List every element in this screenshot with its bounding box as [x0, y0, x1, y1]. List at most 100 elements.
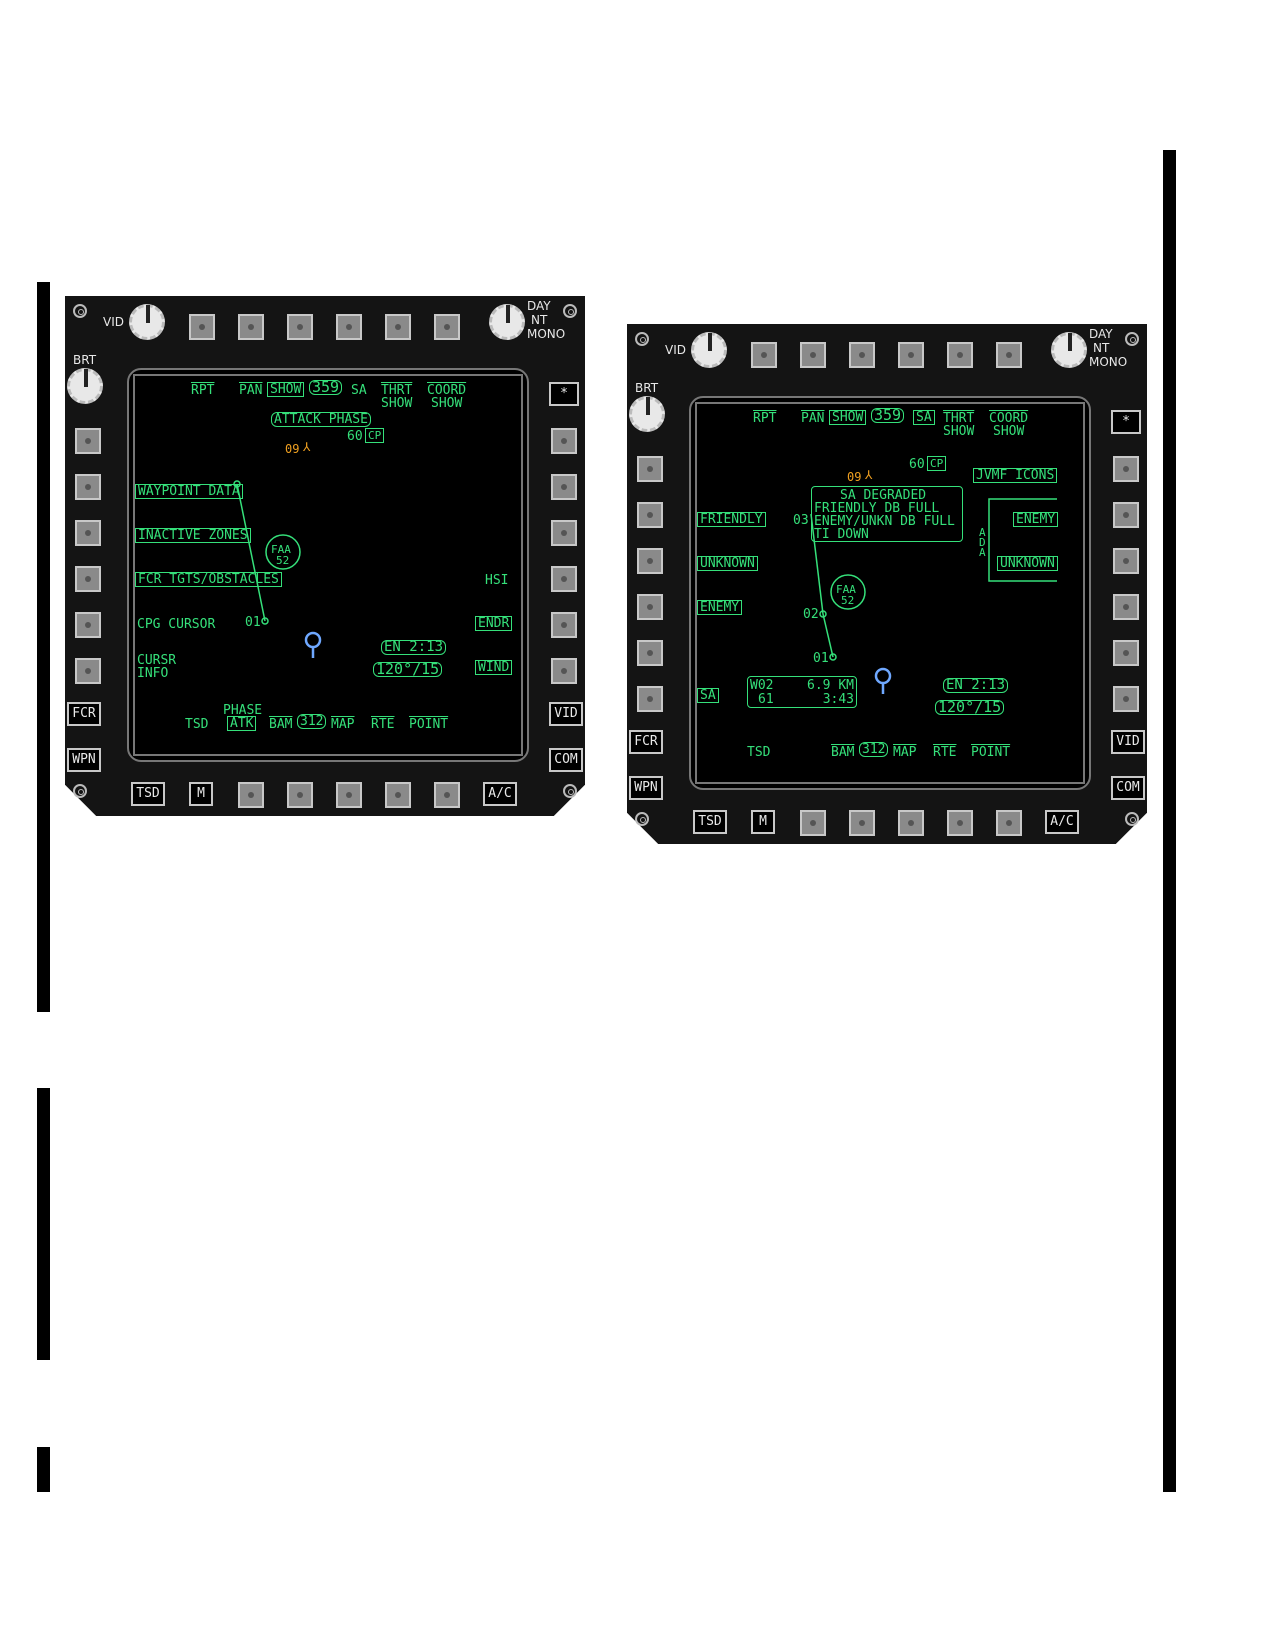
- coord-label[interactable]: COORD: [989, 411, 1029, 426]
- tsd-button[interactable]: TSD: [131, 782, 165, 806]
- inactive-zones-option[interactable]: INACTIVE ZONES: [135, 528, 251, 543]
- right-bezel-button-r5[interactable]: [1113, 640, 1139, 666]
- com-button[interactable]: COM: [549, 748, 583, 772]
- top-bezel-button-t2[interactable]: [800, 342, 826, 368]
- map-label[interactable]: MAP: [331, 717, 355, 732]
- left-bezel-button-l6[interactable]: [75, 658, 101, 684]
- m-button[interactable]: M: [189, 782, 213, 806]
- ac-button[interactable]: A/C: [483, 782, 517, 806]
- vid-button[interactable]: VID: [1111, 730, 1145, 754]
- vid-button[interactable]: VID: [549, 702, 583, 726]
- coord-label[interactable]: COORD: [427, 383, 467, 398]
- rpt-label[interactable]: RPT: [753, 411, 777, 426]
- bam-label[interactable]: BAM: [269, 717, 293, 732]
- rpt-label[interactable]: RPT: [191, 383, 215, 398]
- bottom-bezel-button-b6[interactable]: [385, 782, 411, 808]
- unknown-option[interactable]: UNKNOWN: [697, 556, 758, 571]
- vid-knob[interactable]: [129, 304, 165, 340]
- bam-label[interactable]: BAM: [831, 745, 855, 760]
- waypoint-data-option[interactable]: WAYPOINT DATA: [135, 484, 243, 499]
- bottom-bezel-button-b3[interactable]: [238, 782, 264, 808]
- rte-label[interactable]: RTE: [371, 717, 395, 732]
- right-bezel-button-r3[interactable]: [1113, 548, 1139, 574]
- star-button[interactable]: *: [549, 382, 579, 406]
- enemy-option[interactable]: ENEMY: [697, 600, 743, 615]
- top-bezel-button-t5[interactable]: [385, 314, 411, 340]
- fcr-tgts-obstacles-option[interactable]: FCR TGTS/OBSTACLES: [135, 572, 282, 587]
- right-bezel-button-r6[interactable]: [551, 658, 577, 684]
- point-label[interactable]: POINT: [409, 717, 449, 732]
- right-bezel-button-r1[interactable]: [551, 428, 577, 454]
- wpn-button[interactable]: WPN: [67, 748, 101, 772]
- top-bezel-button-t2[interactable]: [238, 314, 264, 340]
- show-label[interactable]: SHOW: [829, 410, 867, 425]
- top-bezel-button-t3[interactable]: [849, 342, 875, 368]
- left-bezel-button-l1[interactable]: [75, 428, 101, 454]
- bottom-bezel-button-b5[interactable]: [336, 782, 362, 808]
- left-bezel-button-l1[interactable]: [637, 456, 663, 482]
- com-button[interactable]: COM: [1111, 776, 1145, 800]
- left-bezel-button-l4[interactable]: [637, 594, 663, 620]
- right-bezel-button-r4[interactable]: [551, 566, 577, 592]
- ada-unknown-option[interactable]: UNKNOWN: [997, 556, 1058, 571]
- left-bezel-button-l2[interactable]: [637, 502, 663, 528]
- mode-knob[interactable]: [489, 304, 525, 340]
- star-button[interactable]: *: [1111, 410, 1141, 434]
- top-bezel-button-t6[interactable]: [996, 342, 1022, 368]
- fcr-button[interactable]: FCR: [629, 730, 663, 754]
- bottom-bezel-button-b7[interactable]: [996, 810, 1022, 836]
- endr-option[interactable]: ENDR: [475, 616, 513, 631]
- sa-label[interactable]: SA: [351, 383, 367, 398]
- right-bezel-button-r4[interactable]: [1113, 594, 1139, 620]
- pan-label[interactable]: PAN: [801, 411, 825, 426]
- point-label[interactable]: POINT: [971, 745, 1011, 760]
- top-bezel-button-t5[interactable]: [947, 342, 973, 368]
- bottom-bezel-button-b4[interactable]: [287, 782, 313, 808]
- bottom-bezel-button-b6[interactable]: [947, 810, 973, 836]
- brt-knob[interactable]: [67, 368, 103, 404]
- left-bezel-button-l3[interactable]: [637, 548, 663, 574]
- left-bezel-button-l4[interactable]: [75, 566, 101, 592]
- sa-option[interactable]: SA: [697, 688, 719, 703]
- cpg-cursor-option[interactable]: CPG CURSOR: [137, 617, 216, 632]
- tsd-button[interactable]: TSD: [693, 810, 727, 834]
- pan-label[interactable]: PAN: [239, 383, 263, 398]
- bottom-bezel-button-b5[interactable]: [898, 810, 924, 836]
- m-button[interactable]: M: [751, 810, 775, 834]
- bottom-bezel-button-b4[interactable]: [849, 810, 875, 836]
- rte-label[interactable]: RTE: [933, 745, 957, 760]
- atk-label[interactable]: ATK: [227, 716, 257, 731]
- right-bezel-button-r5[interactable]: [551, 612, 577, 638]
- right-bezel-button-r2[interactable]: [1113, 502, 1139, 528]
- right-bezel-button-r1[interactable]: [1113, 456, 1139, 482]
- left-bezel-button-l6[interactable]: [637, 686, 663, 712]
- left-bezel-button-l3[interactable]: [75, 520, 101, 546]
- bottom-bezel-button-b7[interactable]: [434, 782, 460, 808]
- right-bezel-button-r2[interactable]: [551, 474, 577, 500]
- friendly-option[interactable]: FRIENDLY: [697, 512, 766, 527]
- hsi-option[interactable]: HSI: [485, 573, 509, 588]
- top-bezel-button-t4[interactable]: [336, 314, 362, 340]
- wind-option[interactable]: WIND: [475, 660, 513, 675]
- cursr-option[interactable]: CURSR: [137, 653, 177, 668]
- ac-button[interactable]: A/C: [1045, 810, 1079, 834]
- tsd-label[interactable]: TSD: [185, 717, 209, 732]
- left-bezel-button-l2[interactable]: [75, 474, 101, 500]
- bottom-bezel-button-b3[interactable]: [800, 810, 826, 836]
- info-option[interactable]: INFO: [137, 666, 169, 681]
- left-bezel-button-l5[interactable]: [637, 640, 663, 666]
- sa-label[interactable]: SA: [913, 410, 935, 425]
- thrt-label[interactable]: THRT: [381, 383, 413, 398]
- ada-enemy-option[interactable]: ENEMY: [1013, 512, 1059, 527]
- top-bezel-button-t6[interactable]: [434, 314, 460, 340]
- top-bezel-button-t4[interactable]: [898, 342, 924, 368]
- map-label[interactable]: MAP: [893, 745, 917, 760]
- top-bezel-button-t1[interactable]: [751, 342, 777, 368]
- show-label[interactable]: SHOW: [267, 382, 305, 397]
- brt-knob[interactable]: [629, 396, 665, 432]
- top-bezel-button-t3[interactable]: [287, 314, 313, 340]
- left-bezel-button-l5[interactable]: [75, 612, 101, 638]
- right-bezel-button-r3[interactable]: [551, 520, 577, 546]
- fcr-button[interactable]: FCR: [67, 702, 101, 726]
- wpn-button[interactable]: WPN: [629, 776, 663, 800]
